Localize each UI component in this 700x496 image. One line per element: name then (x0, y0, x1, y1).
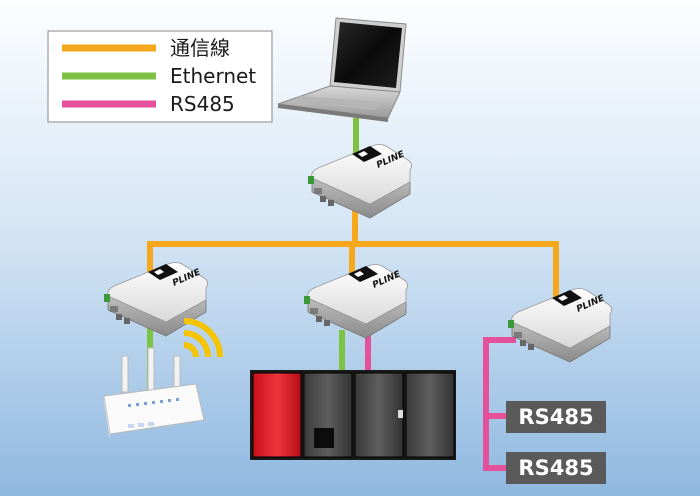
rs485-label-1: RS485 (518, 405, 593, 429)
plc-io-module-1 (354, 372, 404, 458)
rs485-line-boxes (483, 337, 516, 471)
laptop-base-edge (278, 104, 388, 122)
wifi-router (103, 347, 205, 440)
legend-label-comm: 通信線 (170, 36, 230, 60)
pline-device-left: PLINE (103, 262, 209, 337)
laptop (277, 17, 407, 122)
legend-label-rs485: RS485 (170, 92, 235, 116)
legend-label-ethernet: Ethernet (170, 64, 256, 88)
legend: 通信線 Ethernet RS485 (47, 30, 273, 123)
laptop-keys (294, 96, 380, 110)
rs485-device-1: RS485 (506, 401, 606, 433)
plc-port (314, 428, 334, 448)
pline-device-middle: PLINE (303, 264, 409, 339)
rs485-box-1 (506, 401, 606, 433)
rs485-device-2: RS485 (506, 452, 606, 484)
plc-power-module (252, 372, 302, 458)
pline-device-right: PLINE (507, 288, 613, 363)
plc-io-module-2 (405, 372, 455, 458)
plc-unit (250, 370, 456, 460)
wifi-icon (183, 318, 223, 358)
rs485-label-2: RS485 (518, 456, 593, 480)
laptop-screen (334, 22, 402, 88)
plc-latch (398, 410, 403, 418)
rs485-box-2 (506, 452, 606, 484)
pline-device-top: PLINE (307, 144, 413, 219)
